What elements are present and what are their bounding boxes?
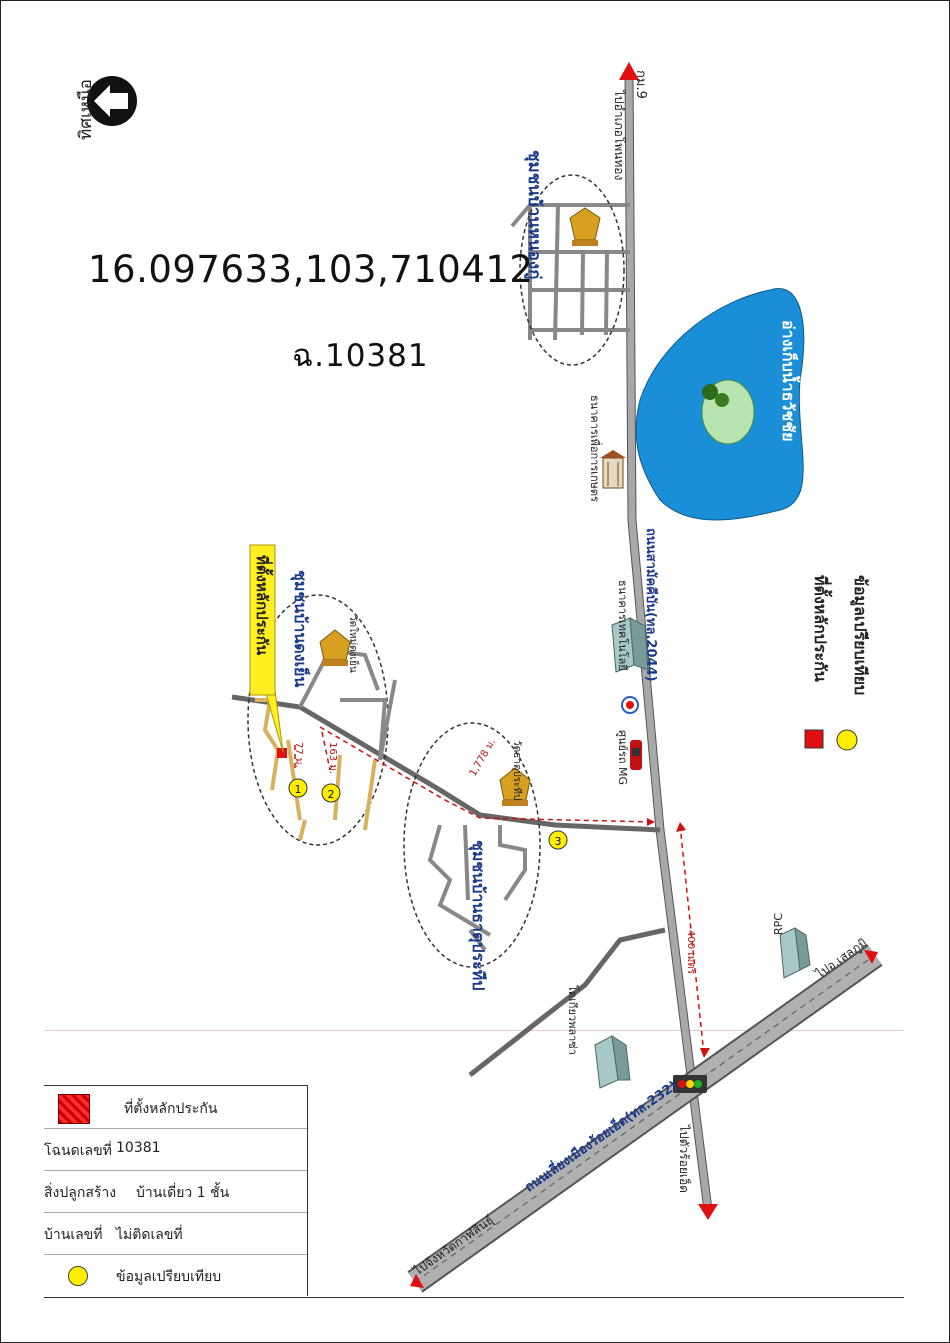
that-prathip-boundary: [403, 722, 541, 968]
north-label: ทิศเหนือ: [76, 79, 96, 140]
legend-comparison-label: ข้อมูลเปรียบเทียบ: [116, 1269, 222, 1285]
mg-label: ศูนย์รถ MG: [616, 730, 629, 786]
legend-row-house-number: บ้านเลขที่ ไม่ติดเลขที่: [44, 1212, 307, 1255]
temple-label-dong: วัดใหม่ดงเย็น: [347, 615, 358, 673]
collateral-marker: [277, 748, 287, 758]
deed-number-label: ฉ.10381: [292, 338, 429, 374]
rpc-label: RPC: [772, 913, 785, 935]
legend-deed-label: โฉนดเลขที่: [44, 1143, 112, 1159]
tree-icon: [702, 384, 729, 407]
legend-deed-value: 10381: [116, 1140, 161, 1156]
distance-label-4: 400 เมตร: [685, 930, 696, 975]
that-prathip-roads: [427, 824, 527, 952]
legend-building-value: บ้านเดี่ยว 1 ชั้น: [136, 1185, 230, 1201]
marker-number: 2: [328, 788, 335, 801]
km-label: กม.9: [633, 70, 648, 99]
comparison-marker-2: [321, 783, 341, 803]
right-legend-comparison: ข้อมูลเปรียบเทียบ: [851, 575, 870, 696]
fuel-station-icon: [621, 696, 639, 714]
distance-label-1: 77 ม.: [293, 742, 304, 768]
right-legend-collateral: ที่ตั้งหลักประกัน: [811, 575, 830, 682]
distance-lines: [294, 726, 710, 1058]
bypass-road-232: [407, 944, 883, 1293]
school-label: ธนาคารเทคโนโลยี: [616, 580, 629, 671]
temple-label-that: วัดธาตุประทีป: [511, 740, 522, 801]
traffic-light-icon: [673, 1075, 707, 1093]
legend-row-deed: โฉนดเลขที่ 10381: [44, 1128, 307, 1171]
nong-ku-grid: [510, 203, 630, 341]
legend-row-collateral: ที่ตั้งหลักประกัน: [44, 1086, 307, 1129]
road-label-roi-et: ไปตัวร้อยเอ็ด: [677, 1125, 691, 1193]
collateral-callout-box: [249, 544, 276, 696]
legend-table: ที่ตั้งหลักประกัน โฉนดเลขที่ 10381 สิ่งป…: [44, 1085, 308, 1296]
road-to-market: [468, 927, 666, 1077]
nong-ku-boundary: [519, 174, 625, 366]
arrow-south-road: [698, 1204, 718, 1220]
coordinates-label: 16.097633,103,710412: [88, 248, 534, 291]
community-label-dong-yen: ชุมชนบ้านดงเย็น: [291, 570, 310, 688]
north-arrow-icon: [87, 76, 137, 126]
arrow-north-road: [619, 62, 639, 80]
car-icon: [630, 740, 642, 770]
bank-label: ธนาคารเพื่อการเกษตร: [588, 395, 601, 502]
market-label: โตเกียวพลาซ่า: [566, 985, 579, 1055]
temple-icon: [499, 767, 531, 806]
temple-icon: [319, 629, 351, 666]
legend-collateral-swatch: [804, 729, 824, 749]
bottom-rule: [44, 1297, 904, 1298]
legend-collateral-label: ที่ตั้งหลักประกัน: [124, 1101, 218, 1117]
rpc-building-icon: [779, 927, 811, 979]
legend-building-label: สิ่งปลูกสร้าง: [44, 1185, 117, 1201]
divider-line: [44, 1030, 904, 1031]
road-that-prathip: [231, 694, 661, 833]
reservoir-label: อ่างเก็บน้ำธวัชชัย: [779, 320, 798, 442]
temple-icon: [569, 207, 601, 246]
legend-comparison-dot: [836, 729, 858, 751]
legend-house-label: บ้านเลขที่: [44, 1227, 103, 1243]
callout-label: ที่ตั้งหลักประกัน: [253, 555, 271, 656]
building-icon: [611, 617, 649, 673]
marker-number: 1: [295, 783, 302, 796]
collateral-swatch: [58, 1094, 90, 1124]
legend-row-comparison: ข้อมูลเปรียบเทียบ: [44, 1254, 307, 1296]
road-label-phon-thong: ไปอำเภอโพนทอง: [612, 90, 626, 181]
legend-house-value: ไม่ติดเลขที่: [116, 1227, 183, 1243]
bank-building-icon: [600, 450, 626, 489]
marker-number: 3: [555, 835, 562, 848]
community-label-nong-ku: ชุมชนบ้านหนองกู่: [524, 150, 544, 280]
comparison-marker-1: [288, 778, 308, 798]
legend-row-building: สิ่งปลูกสร้าง บ้านเดี่ยว 1 ชั้น: [44, 1170, 307, 1213]
distance-label-2: 163 ม.: [327, 742, 338, 775]
dong-yen-local-roads: [255, 698, 377, 841]
community-label-that-prathip: ชุมชนบ้านธาตุประทีป: [469, 840, 488, 991]
comparison-marker-3: [548, 830, 568, 850]
comparison-dot: [68, 1266, 88, 1286]
market-building-icon: [594, 1034, 631, 1089]
road-label-2044: ถนนสามัคคีบัน(ทล.2044): [643, 528, 658, 682]
